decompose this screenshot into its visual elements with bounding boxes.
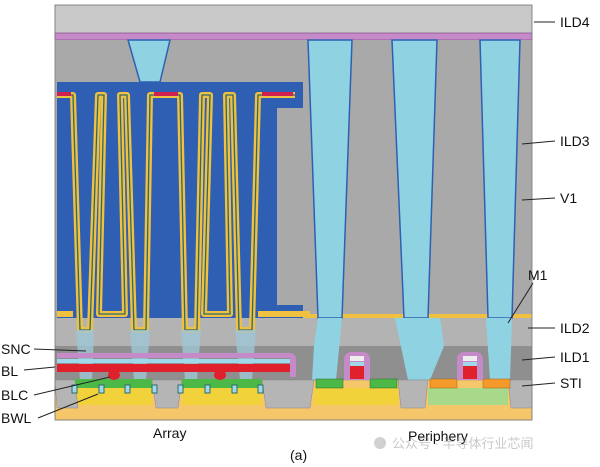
periphery-vias [307,39,521,319]
label-arrows [23,21,556,419]
panel-label: (a) [290,447,307,463]
array-well [182,388,262,405]
wechat-icon [374,437,386,449]
metal-cap-line [54,32,533,41]
label-ild1: ILD1 [560,349,590,365]
plate-notch [277,108,303,305]
periphery-contacts [312,318,512,380]
blc-contact [108,370,120,380]
diagram-frame [54,4,533,421]
watermark: 公众号 · 半导体行业芯闻 [374,436,534,451]
pmos-gate [457,352,483,380]
nmos-source-drain [369,378,398,389]
pmos-source-drain [429,378,458,389]
array-active [182,379,262,388]
array-well [75,388,152,405]
label-snc: SNC [1,341,31,357]
label-ild3: ILD3 [560,133,590,149]
label-bl: BL [1,363,18,379]
pmos-source-drain [482,378,511,389]
bl-spacer [57,359,290,363]
cap-top-red [154,92,178,96]
nmos-well [314,388,398,405]
ild2-layer [55,318,532,346]
ild4-layer [54,4,533,35]
sti [54,379,533,409]
nmos-source-drain [315,378,344,389]
buried-word-lines [71,384,264,394]
cap-top-red [262,92,293,96]
bl-hardmask [57,353,296,377]
region-periphery-label: Periphery [408,428,468,444]
label-blc: BLC [1,387,28,403]
array-active [75,379,152,388]
label-v1: V1 [560,190,577,206]
pmos-well [428,388,508,405]
label-ild4: ILD4 [560,14,590,30]
label-bwl: BWL [1,410,32,426]
region-array-label: Array [153,425,186,441]
label-ild2: ILD2 [560,320,590,336]
watermark-text: 公众号 · 半导体行业芯闻 [392,436,534,451]
label-sti: STI [560,375,582,391]
label-m1: M1 [528,267,548,283]
cap-top-red [57,92,71,96]
bit-line [57,364,290,372]
nmos-gate [344,352,370,380]
blc-contact [214,370,226,380]
